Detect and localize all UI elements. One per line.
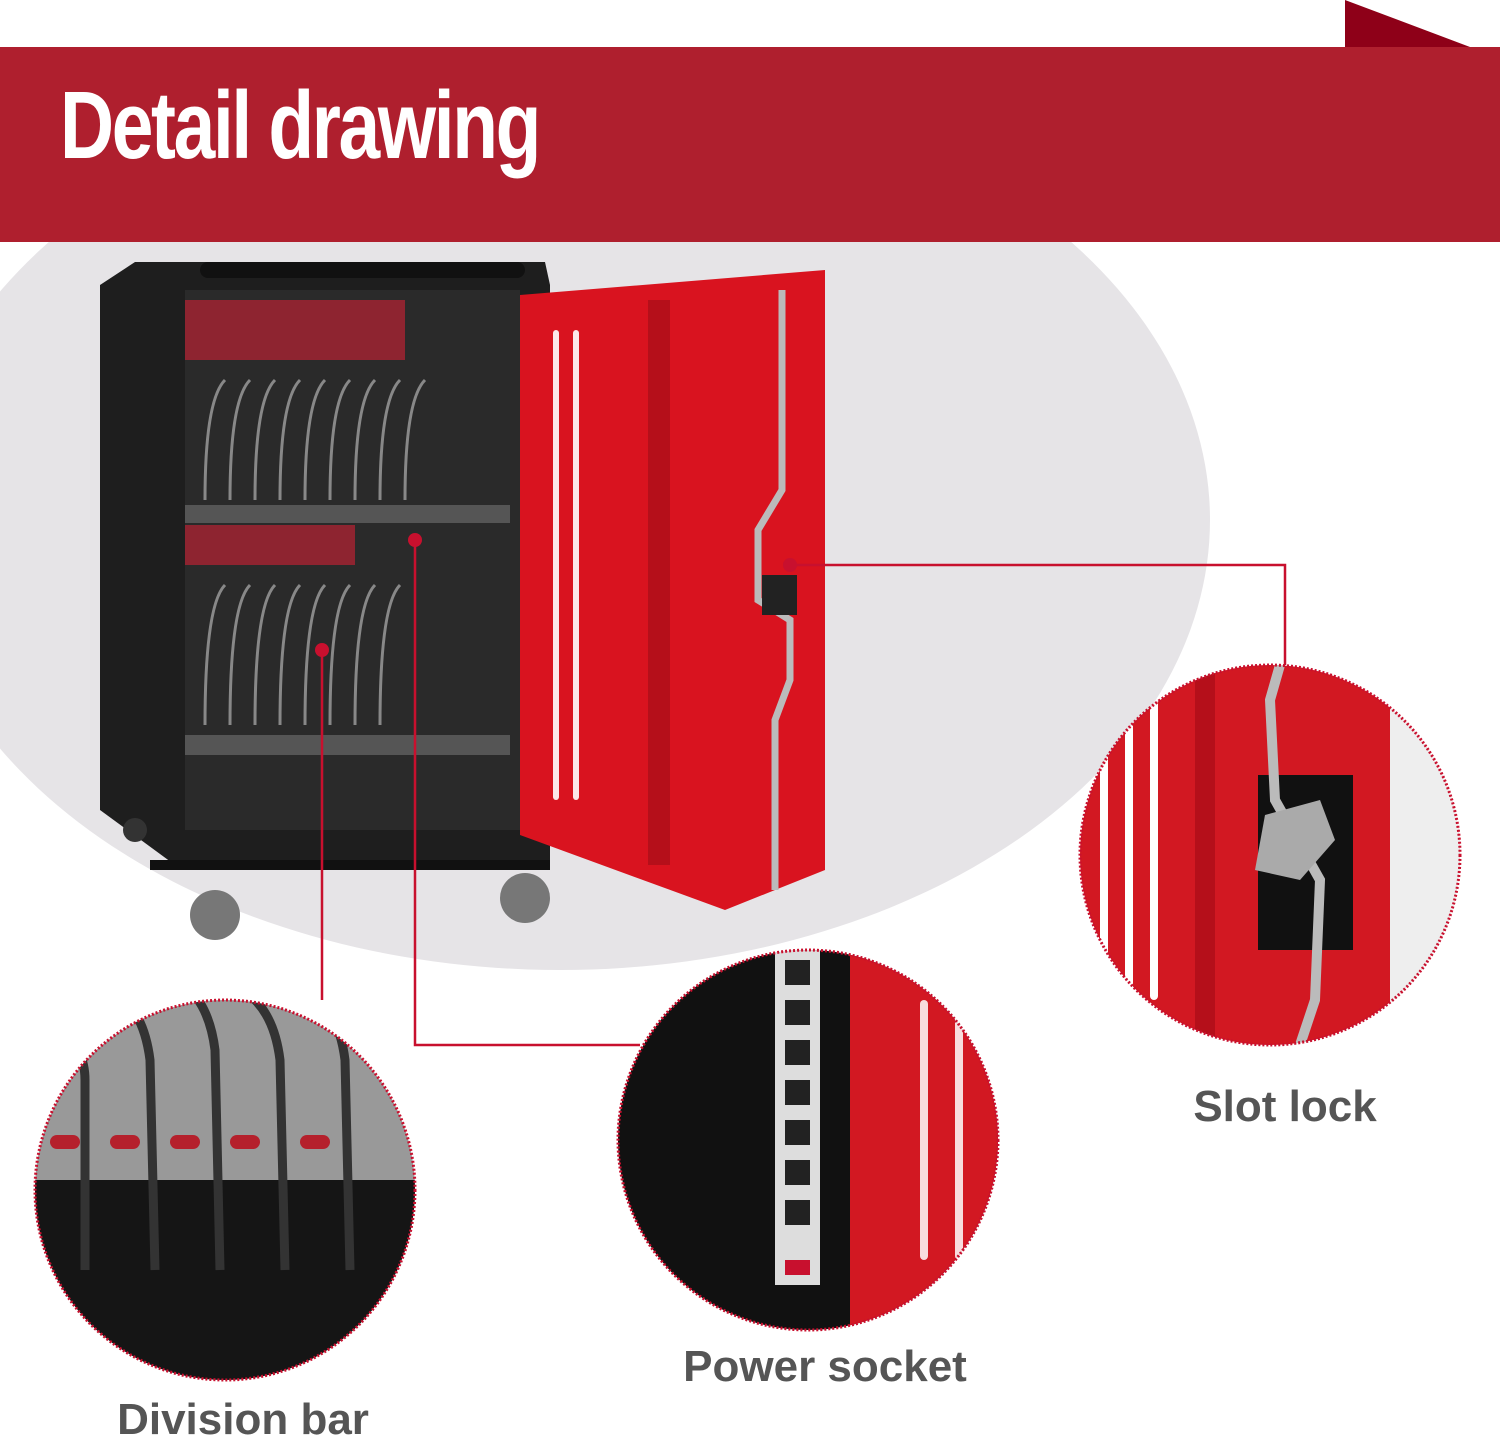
charging-cabinet (100, 262, 550, 940)
division-bar-detail (35, 1000, 415, 1380)
header-banner (0, 47, 1500, 242)
page-title: Detail drawing (60, 72, 541, 179)
division-bar-label: Division bar (117, 1395, 369, 1444)
cabinet-door (520, 270, 825, 910)
banner-corner-fold (1345, 0, 1470, 47)
leader-lines (320, 540, 1287, 1047)
power-socket-label: Power socket (683, 1342, 967, 1391)
power-socket-detail (618, 950, 998, 1330)
slot-lock-label: Slot lock (1193, 1082, 1377, 1131)
